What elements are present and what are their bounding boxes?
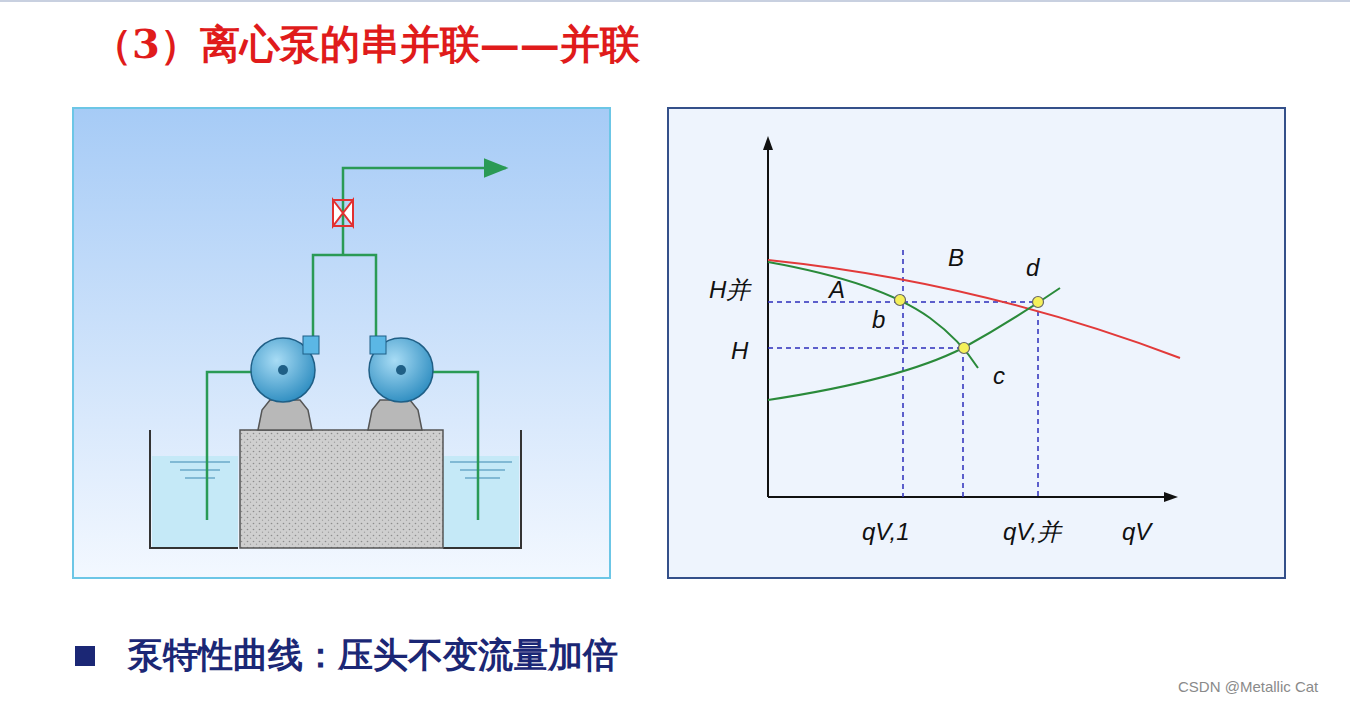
- bullet-square: [75, 646, 95, 666]
- point-label: d: [1026, 256, 1039, 280]
- axis-label: qV,1: [862, 520, 910, 544]
- axis-label: H: [731, 339, 748, 363]
- curve-label: A: [829, 278, 845, 302]
- curve-label: B: [948, 246, 964, 270]
- bullet-text: 泵特性曲线：压头不变流量加倍: [128, 638, 618, 673]
- slide-title: （3）离心泵的串并联——并联: [92, 24, 640, 64]
- point-label: c: [993, 364, 1005, 388]
- illustration-panel: [73, 108, 610, 578]
- axis-label: H并: [709, 278, 750, 302]
- chart-panel: [668, 108, 1285, 578]
- point-label: b: [872, 308, 885, 332]
- watermark: CSDN @Metallic Cat: [1178, 679, 1318, 694]
- axis-label: qV: [1122, 520, 1151, 544]
- axis-label: qV,并: [1003, 520, 1061, 544]
